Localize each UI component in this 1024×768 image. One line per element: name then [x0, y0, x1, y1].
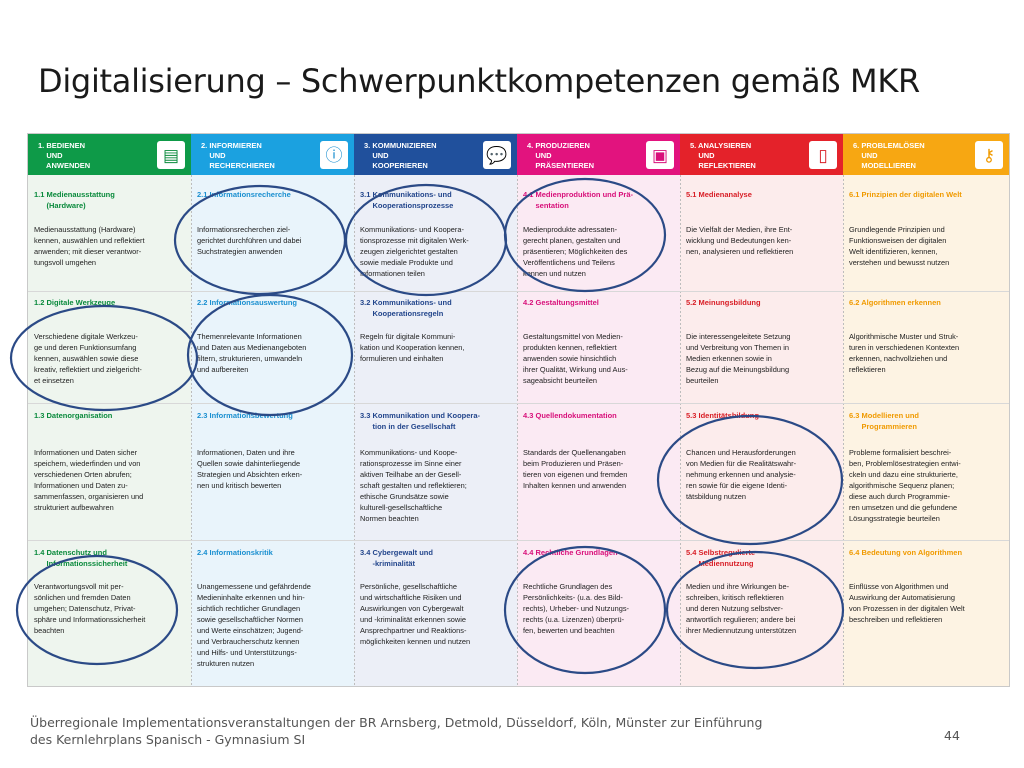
competence-description: Kommunikations- und Koopera- tionsprozes… — [360, 225, 469, 278]
competence-description: Verantwortungsvoll mit per- sönlichen un… — [34, 582, 146, 635]
column-header-label: 3. KOMMUNIZIEREN UND KOOPERIEREN — [364, 141, 437, 170]
slide-title: Digitalisierung – Schwerpunktkompetenzen… — [38, 62, 920, 100]
column-divider — [843, 175, 844, 686]
competence-column-6: 6. PROBLEMLÖSEN UND MODELLIEREN ⚷ 6.1 Pr… — [843, 134, 1009, 686]
competence-title: 6.4 Bedeutung von Algorithmen — [849, 548, 963, 557]
competence-title: 5.1 Medienanalyse — [686, 190, 752, 199]
column-header: 1. BEDIENEN UND ANWENDEN ▤ — [28, 134, 191, 175]
competence-title: 2.3 Informationsbewertung — [197, 411, 293, 420]
column-header: 2. INFORMIEREN UND RECHERCHIEREN ⓘ — [191, 134, 354, 175]
competence-description: Medienprodukte adressaten- gerecht plane… — [523, 225, 628, 278]
page-number: 44 — [944, 728, 960, 743]
competence-description: Themenrelevante Informationen und Daten … — [197, 332, 307, 374]
competence-description: Informationen, Daten und ihre Quellen so… — [197, 448, 303, 490]
presentation-icon: ▣ — [646, 141, 674, 169]
column-divider — [680, 175, 681, 686]
column-header: 3. KOMMUNIZIEREN UND KOOPERIEREN 💬 — [354, 134, 517, 175]
competence-title: 4.4 Rechtliche Grundlagen — [523, 548, 618, 557]
competence-description: Medien und ihre Wirkungen be- schreiben,… — [686, 582, 797, 635]
competence-description: Unangemessene und gefährdende Medieninha… — [197, 582, 311, 668]
mkr-framework-table: 1. BEDIENEN UND ANWENDEN ▤ 1.1 Medienaus… — [27, 133, 1010, 687]
competence-title: 1.4 Datenschutz und Informationssicherhe… — [34, 548, 128, 568]
competence-description: Verschiedene digitale Werkzeu- ge und de… — [34, 332, 142, 385]
competence-description: Standards der Quellenangaben beim Produz… — [523, 448, 628, 490]
competence-title: 1.1 Medienausstattung (Hardware) — [34, 190, 115, 210]
competence-description: Die interessengeleitete Setzung und Verb… — [686, 332, 791, 385]
competence-title: 5.4 Selbstregulierte Mediennutzung — [686, 548, 756, 568]
key-icon: ⚷ — [975, 141, 1003, 169]
competence-title: 6.1 Prinzipien der digitalen Welt — [849, 190, 962, 199]
competence-description: Probleme formalisiert beschrei- ben, Pro… — [849, 448, 961, 523]
competence-title: 4.1 Medienproduktion und Prä- sentation — [523, 190, 634, 210]
competence-description: Algorithmische Muster und Struk- turen i… — [849, 332, 960, 374]
competence-description: Medienausstattung (Hardware) kennen, aus… — [34, 225, 145, 267]
column-header: 4. PRODUZIEREN UND PRÄSENTIEREN ▣ — [517, 134, 680, 175]
chat-icon: 💬 — [483, 141, 511, 169]
competence-description: Die Vielfalt der Medien, ihre Ent- wickl… — [686, 225, 794, 256]
footer-text: Überregionale Implementationsveranstaltu… — [30, 715, 763, 747]
column-background — [843, 175, 1009, 686]
competence-title: 3.3 Kommunikation und Koopera- tion in d… — [360, 411, 481, 431]
competence-column-1: 1. BEDIENEN UND ANWENDEN ▤ 1.1 Medienaus… — [28, 134, 191, 686]
column-header-label: 4. PRODUZIEREN UND PRÄSENTIEREN — [527, 141, 595, 170]
competence-column-2: 2. INFORMIEREN UND RECHERCHIEREN ⓘ 2.1 I… — [191, 134, 354, 686]
column-header: 5. ANALYSIEREN UND REFLEKTIEREN ▯ — [680, 134, 843, 175]
competence-description: Persönliche, gesellschaftliche und wirts… — [360, 582, 471, 646]
document-icon: ▤ — [157, 141, 185, 169]
competence-description: Kommunikations- und Koope- rationsprozes… — [360, 448, 467, 523]
competence-title: 2.4 Informationskritik — [197, 548, 273, 557]
competence-title: 6.3 Modellieren und Programmieren — [849, 411, 920, 431]
competence-column-5: 5. ANALYSIEREN UND REFLEKTIEREN ▯ 5.1 Me… — [680, 134, 843, 686]
column-header: 6. PROBLEMLÖSEN UND MODELLIEREN ⚷ — [843, 134, 1009, 175]
competence-column-4: 4. PRODUZIEREN UND PRÄSENTIEREN ▣ 4.1 Me… — [517, 134, 680, 686]
competence-description: Grundlegende Prinzipien und Funktionswei… — [849, 225, 950, 267]
competence-title: 1.2 Digitale Werkzeuge — [34, 298, 116, 307]
column-divider — [191, 175, 192, 686]
column-header-label: 1. BEDIENEN UND ANWENDEN — [38, 141, 91, 170]
competence-title: 2.1 Informationsrecherche — [197, 190, 291, 199]
competence-title: 6.2 Algorithmen erkennen — [849, 298, 941, 307]
row-divider — [28, 403, 1009, 404]
competence-title: 5.3 Identitätsbildung — [686, 411, 759, 420]
competence-description: Regeln für digitale Kommuni- kation und … — [360, 332, 465, 363]
competence-title: 4.3 Quellendokumentation — [523, 411, 617, 420]
competence-title: 3.2 Kommunikations- und Kooperationsrege… — [360, 298, 452, 318]
column-header-label: 5. ANALYSIEREN UND REFLEKTIEREN — [690, 141, 756, 170]
competence-description: Einflüsse von Algorithmen und Auswirkung… — [849, 582, 965, 624]
competence-title: 3.1 Kommunikations- und Kooperationsproz… — [360, 190, 454, 210]
competence-description: Gestaltungsmittel von Medien- produkten … — [523, 332, 628, 385]
competence-description: Informationsrecherchen ziel- gerichtet d… — [197, 225, 302, 256]
row-divider — [28, 291, 1009, 292]
competence-description: Informationen und Daten sicher speichern… — [34, 448, 144, 512]
mobile-icon: ▯ — [809, 141, 837, 169]
column-header-label: 2. INFORMIEREN UND RECHERCHIEREN — [201, 141, 275, 170]
column-header-label: 6. PROBLEMLÖSEN UND MODELLIEREN — [853, 141, 925, 170]
competence-title: 2.2 Informationsauswertung — [197, 298, 298, 307]
competence-description: Chancen und Herausforderungen von Medien… — [686, 448, 797, 501]
competence-title: 1.3 Datenorganisation — [34, 411, 113, 420]
competence-title: 4.2 Gestaltungsmittel — [523, 298, 599, 307]
column-divider — [354, 175, 355, 686]
info-icon: ⓘ — [320, 141, 348, 169]
competence-title: 3.4 Cybergewalt und -kriminalität — [360, 548, 433, 568]
competence-column-3: 3. KOMMUNIZIEREN UND KOOPERIEREN 💬 3.1 K… — [354, 134, 517, 686]
row-divider — [28, 540, 1009, 541]
column-divider — [517, 175, 518, 686]
competence-description: Rechtliche Grundlagen des Persönlichkeit… — [523, 582, 629, 635]
competence-title: 5.2 Meinungsbildung — [686, 298, 761, 307]
